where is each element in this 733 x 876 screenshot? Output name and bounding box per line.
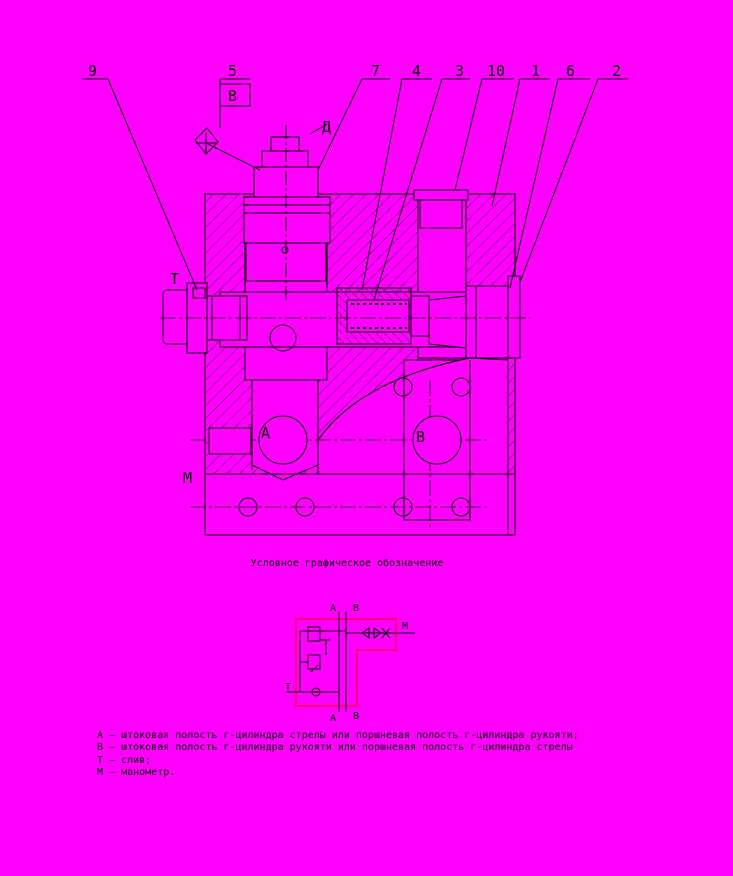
callout-labels: 9 5 В 7 4 3 10 1 6 2 Д Т А В М xyxy=(88,62,621,487)
housing-outline xyxy=(204,193,516,536)
spring-valve xyxy=(336,287,430,345)
schematic-frame xyxy=(295,618,397,707)
callout-b: В xyxy=(228,87,237,105)
schematic-b-bottom: В xyxy=(353,711,359,722)
callout-d: Д xyxy=(322,118,331,136)
callout-6: 6 xyxy=(566,62,575,80)
legend-line-a: А – штоковая полость г-цилиндра стрелы и… xyxy=(97,730,579,741)
callout-7: 7 xyxy=(371,62,380,80)
view-indicator-b xyxy=(194,127,261,171)
callout-3: 3 xyxy=(455,62,464,80)
schematic-t: Т xyxy=(285,682,291,693)
legend: А – штоковая полость г-цилиндра стрелы и… xyxy=(97,730,579,778)
schematic-a-top: А xyxy=(330,603,336,614)
callout-5: 5 xyxy=(228,62,237,80)
port-label-a: А xyxy=(261,424,270,442)
adjusting-screw xyxy=(243,125,331,300)
manometer-port xyxy=(208,427,252,455)
symbol-caption: Условное графическое обозначение xyxy=(251,557,444,569)
schematic-labels: А В А В М Т xyxy=(285,603,408,724)
port-b-circle xyxy=(412,415,462,465)
schematic-a-bottom: А xyxy=(330,713,336,724)
callout-1: 1 xyxy=(531,62,540,80)
legend-line-b: В – штоковая полость г-цилиндра рукояти … xyxy=(97,742,573,753)
callout-9: 9 xyxy=(88,62,97,80)
bolt-holes xyxy=(238,324,471,517)
legend-line-t: Т – слив; xyxy=(97,755,151,766)
hydraulic-schematic xyxy=(286,612,415,712)
legend-line-m: М – манометр. xyxy=(97,767,175,778)
callout-4: 4 xyxy=(412,62,421,80)
port-label-b: В xyxy=(416,428,425,446)
plug-10 xyxy=(413,189,469,229)
port-a-circle xyxy=(258,415,308,465)
schematic-m: М xyxy=(402,621,408,632)
callout-2: 2 xyxy=(612,62,621,80)
right-plug xyxy=(428,275,521,359)
port-label-m: М xyxy=(183,469,192,487)
schematic-b-top: В xyxy=(353,603,359,614)
leader-lines xyxy=(82,78,628,301)
port-label-t: Т xyxy=(170,270,179,288)
callout-10: 10 xyxy=(487,62,505,80)
